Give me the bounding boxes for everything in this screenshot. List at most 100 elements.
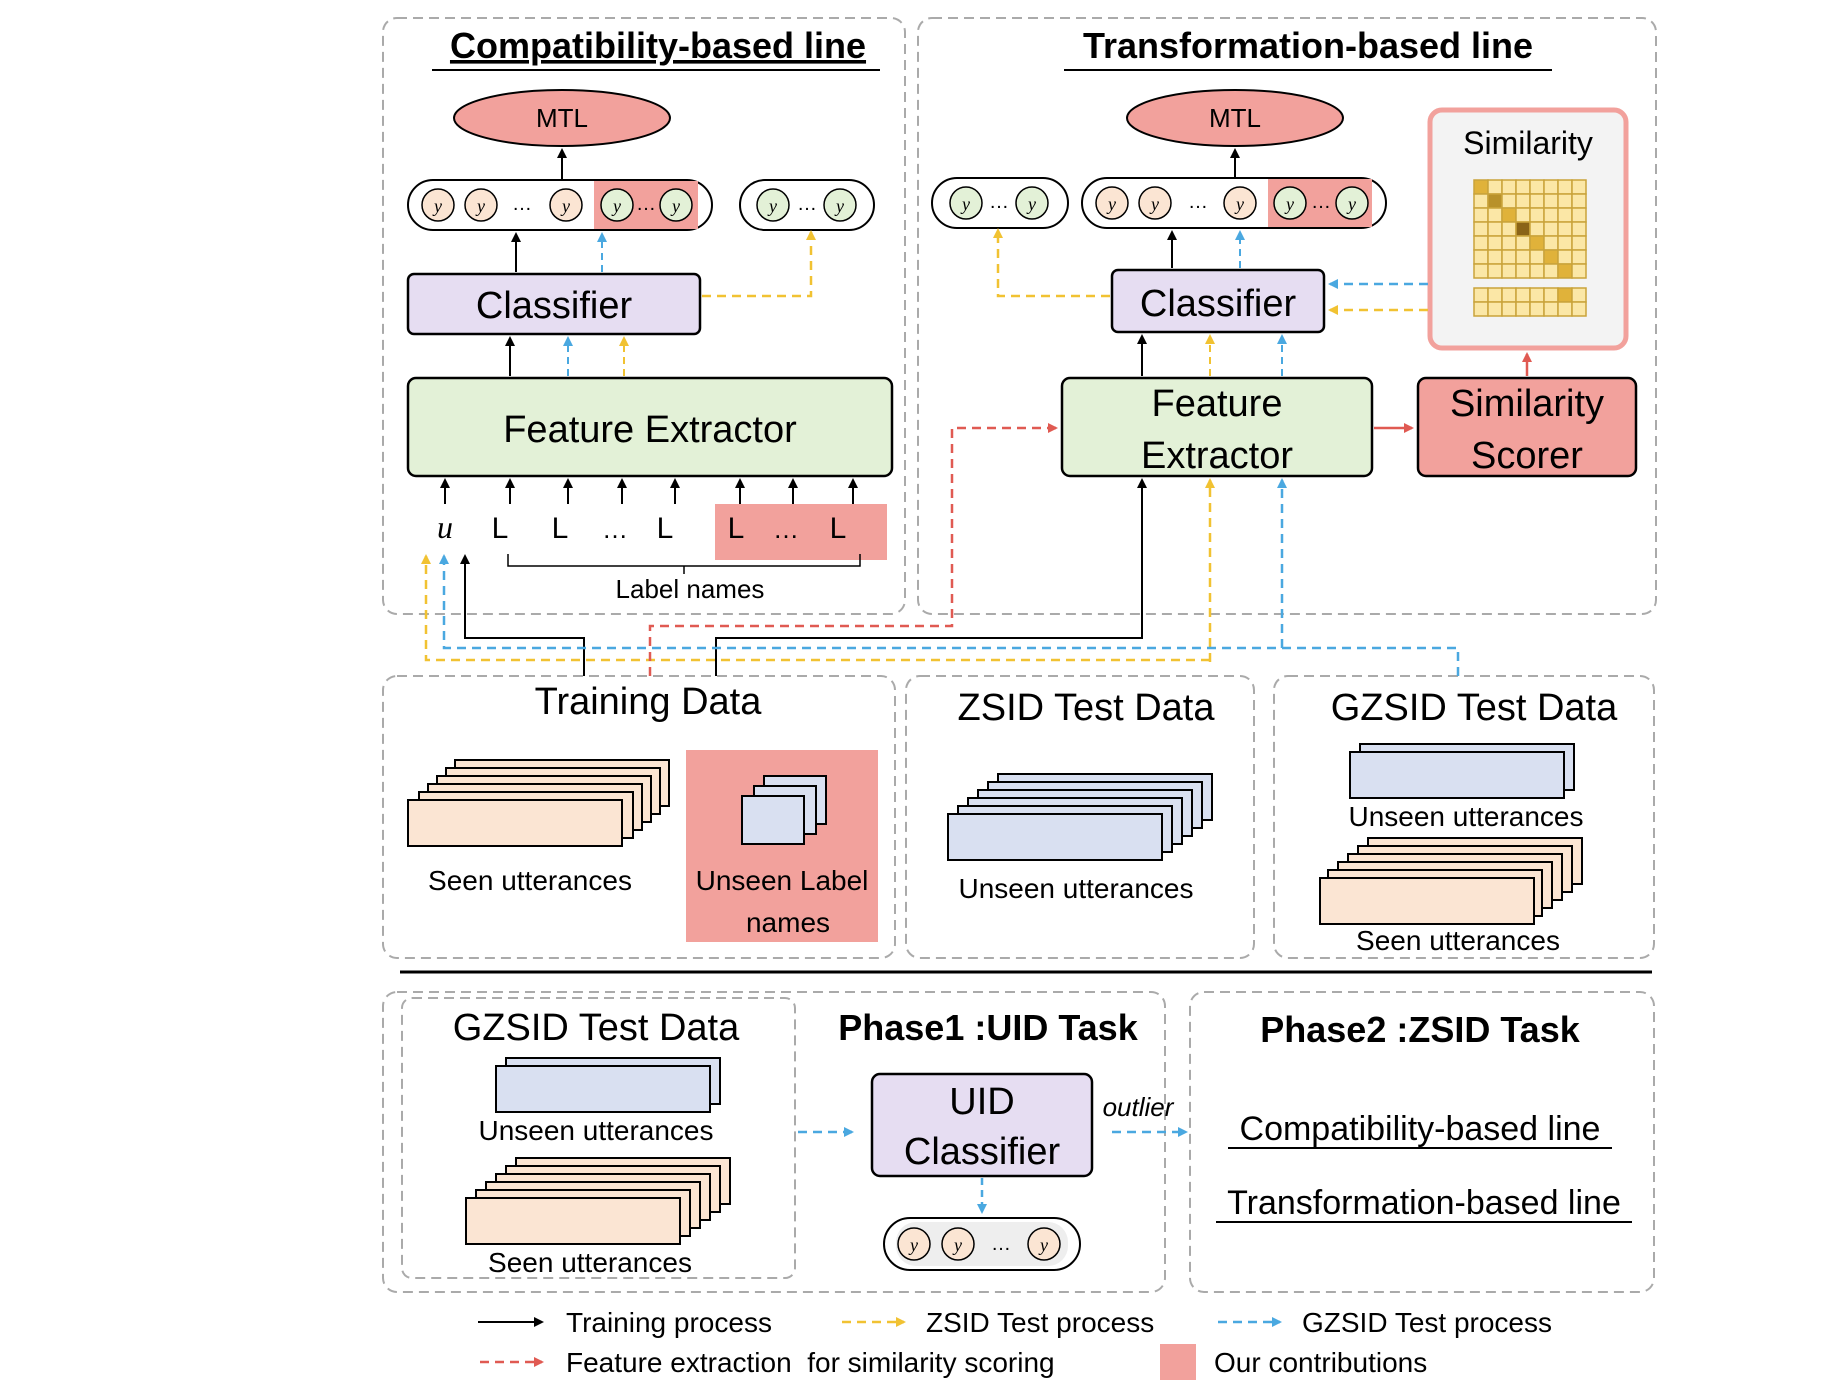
similarity-cell-unseen <box>1515 301 1531 317</box>
gzsid-unseen-label: Unseen utterances <box>1348 801 1583 832</box>
phase-unseen-label: Unseen utterances <box>478 1115 713 1146</box>
compat-pill-ellipsis: … <box>512 193 532 215</box>
transform-classifier-label: Classifier <box>1140 283 1297 325</box>
compat-pill-ellipsis-2: … <box>636 193 656 215</box>
similarity-cell <box>1501 249 1517 265</box>
svg-text:L: L <box>492 512 509 545</box>
similarity-cell <box>1515 263 1531 279</box>
svg-text:L: L <box>728 512 745 545</box>
svg-text:y: y <box>475 196 485 216</box>
phase-seen-stack <box>465 1157 731 1245</box>
zsid-data-title: ZSID Test Data <box>958 687 1216 729</box>
flow-training-u <box>460 554 585 676</box>
svg-text:y: y <box>670 196 680 216</box>
compat-frame <box>382 17 906 615</box>
similarity-cell <box>1557 221 1573 237</box>
similarity-cell-unseen <box>1571 301 1587 317</box>
legend-contrib-swatch <box>1160 1344 1196 1380</box>
similarity-cell-unseen <box>1487 301 1503 317</box>
uid-label-pill-inner <box>896 1222 1068 1266</box>
compat-mtl <box>453 89 671 147</box>
similarity-cell <box>1473 221 1489 237</box>
similarity-cell <box>1543 207 1559 223</box>
transform-title: Transformation-based line <box>1083 25 1533 66</box>
similarity-cell <box>1515 249 1531 265</box>
similarity-cell <box>1571 193 1587 209</box>
similarity-cell <box>1557 249 1573 265</box>
compat-zsid-y1-text: y <box>767 196 777 216</box>
similarity-cell-unseen <box>1473 301 1489 317</box>
similarity-cell-unseen <box>1557 287 1573 303</box>
phase-gzsid-frame <box>401 997 796 1279</box>
legend-gzsid-label: GZSID Test process <box>1302 1307 1552 1338</box>
similarity-cell <box>1487 235 1503 251</box>
similarity-cell <box>1529 179 1545 195</box>
phase-seen-label: Seen utterances <box>488 1247 692 1278</box>
transform-pill-ellipsis: … <box>1188 191 1208 213</box>
phase-gzsid-title: GZSID Test Data <box>453 1007 740 1049</box>
phase2-frame <box>1189 991 1655 1293</box>
similarity-scorer <box>1416 376 1638 478</box>
uid-classifier-label-2: Classifier <box>904 1131 1061 1173</box>
similarity-cell <box>1571 263 1587 279</box>
similarity-cell <box>1515 207 1531 223</box>
gzsid-frame <box>1273 675 1655 959</box>
flow-zsid-u <box>421 554 1210 662</box>
compat-unseen-inputs-highlight <box>715 504 887 560</box>
transform-mtl <box>1126 89 1344 147</box>
zsid-unseen-stack <box>947 773 1213 861</box>
similarity-cell <box>1571 249 1587 265</box>
svg-text:L: L <box>830 512 847 545</box>
similarity-cell <box>1557 179 1573 195</box>
transform-mtl-label: MTL <box>1209 103 1261 133</box>
phase2-title: Phase2 :ZSID Task <box>1260 1009 1580 1050</box>
compat-zsid-yj-text: y <box>834 196 844 216</box>
training-frame <box>382 675 896 959</box>
transform-unseen-labels: y y <box>1273 186 1369 220</box>
gzsid-seen-label: Seen utterances <box>1356 925 1560 956</box>
legend-contrib-label: Our contributions <box>1214 1347 1427 1378</box>
svg-text:y: y <box>611 196 621 216</box>
similarity-cell <box>1487 263 1503 279</box>
similarity-cell <box>1543 249 1559 265</box>
similarity-cell <box>1529 193 1545 209</box>
svg-text:y: y <box>1038 1235 1048 1255</box>
training-unseen-label-2: names <box>746 907 830 938</box>
phase2-line1: Compatibility-based line <box>1240 1110 1601 1148</box>
compat-seen-labels: y y y <box>421 188 583 222</box>
similarity-cell <box>1557 235 1573 251</box>
similarity-cell <box>1473 249 1489 265</box>
similarity-cell <box>1487 249 1503 265</box>
similarity-cell <box>1473 179 1489 195</box>
transform-pill-ellipsis-2: … <box>1311 191 1331 213</box>
compat-arrow-cls-zsid <box>702 230 816 298</box>
similarity-cell <box>1501 221 1517 237</box>
similarity-cell-unseen <box>1501 287 1517 303</box>
flow-training-transform <box>715 478 1147 676</box>
similarity-cell-unseen <box>1557 301 1573 317</box>
compat-feature-extractor <box>406 376 894 478</box>
transform-fe-label-1: Feature <box>1152 383 1283 425</box>
similarity-cell-unseen <box>1473 287 1489 303</box>
similarity-cell <box>1501 179 1517 195</box>
similarity-cell <box>1557 263 1573 279</box>
similarity-scorer-label-2: Scorer <box>1471 435 1583 477</box>
compat-input-labels: L L L L L <box>492 512 847 545</box>
compat-classifier-label: Classifier <box>476 285 633 327</box>
gzsid-seen-stack <box>1319 837 1583 925</box>
training-seen-label: Seen utterances <box>428 865 632 896</box>
compat-zsid-y1 <box>756 188 790 222</box>
training-data-title: Training Data <box>535 681 763 723</box>
similarity-cell <box>1543 221 1559 237</box>
similarity-cell <box>1515 179 1531 195</box>
similarity-cell <box>1487 179 1503 195</box>
similarity-scorer-label-1: Similarity <box>1450 383 1604 425</box>
gzsid-unseen-stack <box>1349 743 1575 799</box>
svg-text:L: L <box>657 512 674 545</box>
similarity-cell <box>1515 193 1531 209</box>
svg-text:y: y <box>1106 194 1116 214</box>
svg-text:L: L <box>552 512 569 545</box>
transform-fe-label-2: Extractor <box>1141 435 1293 477</box>
transform-zsid-y1 <box>949 186 983 220</box>
compat-zsid-ellipsis: … <box>797 193 817 215</box>
